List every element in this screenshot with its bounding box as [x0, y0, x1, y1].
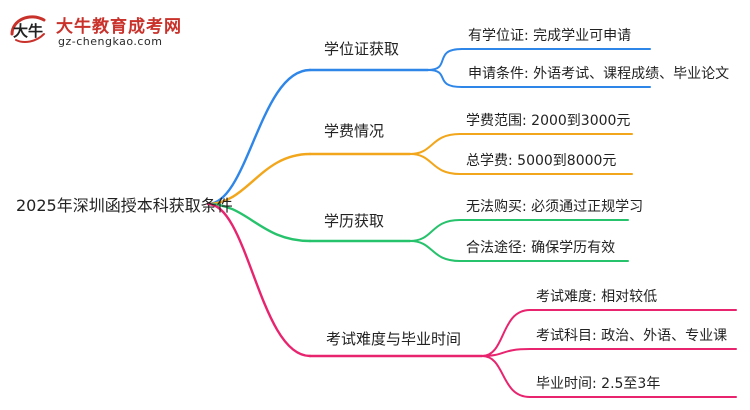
- leaf-connector: [481, 309, 531, 357]
- leaf-label: 总学费: 5000到8000元: [466, 153, 616, 169]
- leaf-connector: [409, 219, 461, 242]
- site-name: 大牛教育成考网: [56, 17, 182, 37]
- logo-mark-text: 大牛: [13, 22, 43, 40]
- leaf-connector: [481, 348, 531, 357]
- leaf-label: 考试难度: 相对较低: [536, 289, 657, 305]
- leaf-connector: [409, 153, 461, 175]
- leaf-label: 学费范围: 2000到3000元: [466, 112, 630, 129]
- branch-connector-3: [206, 202, 312, 243]
- branch-connector-1: [206, 68, 312, 206]
- mind-map-edges: [206, 48, 737, 398]
- leaf-label: 毕业时间: 2.5至3年: [536, 376, 660, 392]
- leaf-connector: [409, 133, 461, 155]
- leaf-label: 申请条件: 外语考试、课程成绩、毕业论文: [468, 65, 729, 82]
- leaf-label: 无法购买: 必须通过正规学习: [466, 199, 643, 215]
- leaf-label: 考试科目: 政治、外语、专业课: [536, 328, 727, 344]
- leaf-label: 合法途径: 确保学历有效: [466, 239, 615, 256]
- branch-label-1: 学位证获取: [324, 40, 399, 58]
- site-url: gz-chengkao.com: [58, 35, 163, 48]
- branch-label-4: 考试难度与毕业时间: [326, 330, 461, 348]
- leaf-connector: [481, 355, 531, 398]
- leaf-label: 有学位证: 完成学业可申请: [468, 28, 631, 44]
- root-node-label: 2025年深圳函授本科获取条件: [16, 196, 233, 215]
- leaf-connector: [427, 48, 463, 71]
- branch-connector-2: [206, 152, 312, 206]
- leaf-connector: [409, 240, 461, 262]
- branch-label-3: 学历获取: [324, 212, 384, 230]
- site-logo[interactable]: 大牛 大牛教育成考网 gz-chengkao.com: [4, 8, 181, 52]
- branch-connector-4: [206, 202, 312, 358]
- leaf-connector: [427, 69, 463, 88]
- branch-label-2: 学费情况: [324, 122, 384, 140]
- logo-mark-icon: 大牛: [10, 15, 46, 43]
